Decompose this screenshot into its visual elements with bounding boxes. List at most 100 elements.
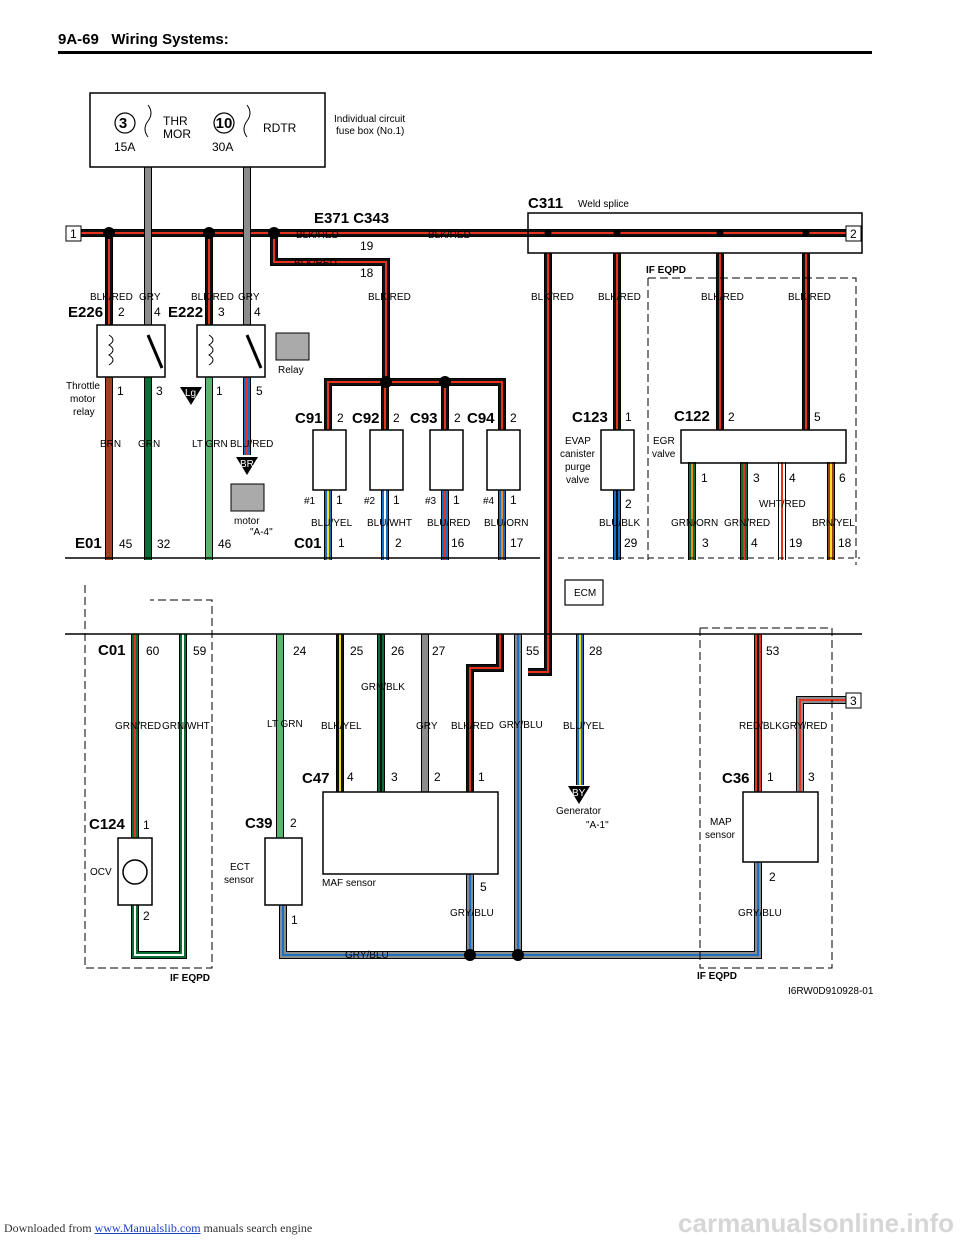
connector-label: C01 <box>294 535 322 552</box>
component-label: MAF sensor <box>322 878 377 889</box>
pin: 29 <box>624 536 638 550</box>
page-ref-box <box>845 225 862 242</box>
fuse-number-badge <box>114 112 136 134</box>
ect-sensor <box>264 837 303 906</box>
maf-sensor <box>322 791 499 875</box>
splice-node <box>802 229 810 237</box>
pin: 5 <box>256 384 263 398</box>
injector-4 <box>486 429 521 491</box>
component-label: Generator <box>556 806 602 817</box>
connector-label: C94 <box>467 410 495 427</box>
wire-label: BLU/BLK <box>599 518 640 529</box>
header-rule <box>58 51 872 54</box>
fuse-amp: 15A <box>114 140 135 154</box>
ocv-motor <box>117 837 153 906</box>
marker-label: Lg <box>185 388 196 399</box>
injector-3 <box>429 429 464 491</box>
pin: 1 <box>338 536 345 550</box>
wire-blk-red <box>528 253 551 675</box>
components-layer <box>65 92 863 969</box>
injector-label: #2 <box>364 496 376 507</box>
wire-gry-red <box>799 699 855 792</box>
pin: 17 <box>510 536 524 550</box>
pin: 5 <box>814 410 821 424</box>
splice-node <box>716 229 724 237</box>
page-ref: 3 <box>850 694 857 708</box>
connector-label: C311 <box>528 195 563 212</box>
if-eqpd-boundary <box>84 277 857 969</box>
wire-label: BLK/RED <box>531 292 574 303</box>
wire-label: GRY/BLU <box>450 908 494 919</box>
connector-label: E371 C343 <box>314 210 389 227</box>
radiator-fan-icon <box>230 483 265 512</box>
wire-label: GRY/BLU <box>345 950 389 961</box>
pin: 46 <box>218 537 232 551</box>
connector-label: E01 <box>75 535 102 552</box>
radiator-fan-relay <box>196 324 266 378</box>
wire-blk-red <box>469 634 501 792</box>
motor-icon <box>122 859 148 885</box>
wire-label: RED/BLK <box>739 721 782 732</box>
marker-label: BR <box>240 459 254 470</box>
watermark: carmanualsonline.info <box>678 1208 954 1238</box>
splice-node <box>613 229 621 237</box>
splice-node <box>103 227 115 239</box>
lg-ground-marker-icon <box>180 387 202 405</box>
ecm-label: ECM <box>574 588 596 599</box>
wire-label: GRN/ORN <box>671 518 718 529</box>
pin: 4 <box>789 471 796 485</box>
pin: 1 <box>143 818 150 832</box>
wire-label: BRN/YEL <box>812 518 855 529</box>
wire-label: BLK/RED <box>451 721 494 732</box>
pin: 4 <box>347 770 354 784</box>
pin: 2 <box>337 411 344 425</box>
fusebox-caption: fuse box (No.1) <box>336 126 404 137</box>
pin: 1 <box>291 913 298 927</box>
injector-label: #3 <box>425 496 437 507</box>
wire-blk-red-injectors <box>327 381 503 430</box>
injector-label: #1 <box>304 496 316 507</box>
connector-label: C124 <box>89 816 126 833</box>
wires-layer <box>80 167 862 959</box>
wire-label: LT GRN <box>267 719 303 730</box>
wire-label: BLU/RED <box>427 518 470 529</box>
wire-label: BLK/YEL <box>321 721 362 732</box>
splice-node <box>268 227 280 239</box>
connector-label: C123 <box>572 409 608 426</box>
pin: 2 <box>728 410 735 424</box>
pin: 1 <box>510 493 517 507</box>
pin: 3 <box>218 305 225 319</box>
fusebox-caption: Individual circuit <box>334 114 405 125</box>
wire-label: BLK/RED <box>428 230 471 241</box>
radiator-fan-icon <box>275 332 310 361</box>
pin: 5 <box>480 880 487 894</box>
injector-1 <box>312 429 347 491</box>
wire-label: GRN/BLK <box>361 682 405 693</box>
pin: 19 <box>360 239 374 253</box>
component-label: relay <box>73 407 95 418</box>
splice-node <box>544 229 552 237</box>
connector-label: E226 <box>68 304 103 321</box>
wire-label: GRN <box>138 439 160 450</box>
fuse-num: 10 <box>216 115 233 132</box>
pin: 16 <box>451 536 465 550</box>
component-label: canister <box>560 449 596 460</box>
component-label: EGR <box>653 436 675 447</box>
wire-label: BLK/RED <box>788 292 831 303</box>
injector-label: #4 <box>483 496 495 507</box>
splice-node <box>512 949 524 961</box>
pin: 2 <box>395 536 402 550</box>
labels: 3 THR MOR 15A 10 RDTR 30A Individual cir… <box>65 114 874 997</box>
pin: 2 <box>625 497 632 511</box>
component-label: MAP <box>710 817 732 828</box>
pin: 28 <box>589 644 603 658</box>
manualslib-link[interactable]: www.Manualslib.com <box>94 1221 201 1235</box>
wire-label: GRN/WHT <box>162 721 210 732</box>
component-label: purge <box>565 462 591 473</box>
connector-label: C47 <box>302 770 330 787</box>
pin: 1 <box>701 471 708 485</box>
pin: 18 <box>360 266 374 280</box>
pin: 24 <box>293 644 307 658</box>
page-ref: 1 <box>70 227 77 241</box>
